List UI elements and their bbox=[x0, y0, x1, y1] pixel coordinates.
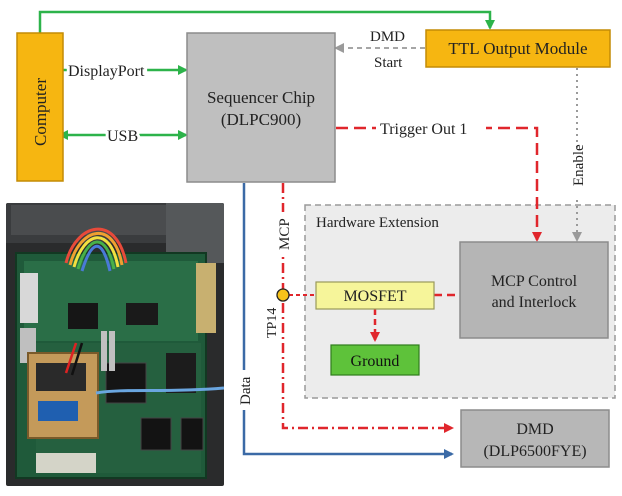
data-label: Data bbox=[238, 376, 254, 405]
sequencer-label-1: Sequencer Chip bbox=[207, 88, 315, 107]
computer-block bbox=[16, 32, 64, 182]
sequencer-label-2: (DLPC900) bbox=[221, 110, 301, 129]
enable-label: Enable bbox=[571, 144, 587, 186]
ttl-label: TTL Output Module bbox=[448, 39, 587, 58]
mcp-control-block bbox=[459, 241, 609, 339]
mosfet-label: MOSFET bbox=[343, 288, 406, 305]
ground-label: Ground bbox=[351, 353, 400, 370]
trigger-out-label: Trigger Out 1 bbox=[380, 121, 467, 138]
usb-label: USB bbox=[107, 128, 138, 145]
dmd-label-2: (DLP6500FYE) bbox=[483, 443, 586, 460]
trigger-out-line bbox=[336, 126, 542, 242]
tp14-label: TP14 bbox=[265, 308, 280, 338]
dmd-start-label-1: DMD bbox=[370, 29, 405, 45]
sequencer-block bbox=[186, 32, 336, 183]
mcp-label: MCP bbox=[277, 218, 293, 250]
dmd-start-label-2: Start bbox=[374, 55, 403, 71]
pcb-photo bbox=[6, 203, 224, 486]
dmd-label-1: DMD bbox=[516, 421, 553, 438]
ttl-block bbox=[425, 29, 611, 68]
mcp-control-label-2: and Interlock bbox=[492, 294, 577, 311]
computer-label: Computer bbox=[31, 78, 50, 146]
dmd-block bbox=[460, 409, 610, 468]
mcp-control-label-1: MCP Control bbox=[491, 273, 578, 290]
pcb-photo-illustration bbox=[6, 203, 224, 486]
mcp-line bbox=[281, 183, 454, 433]
displayport-label: DisplayPort bbox=[68, 63, 145, 80]
tp14-point bbox=[276, 288, 290, 302]
ground-block bbox=[330, 344, 420, 376]
hardware-extension-title: Hardware Extension bbox=[316, 215, 439, 231]
mosfet-block bbox=[315, 281, 435, 310]
data-line bbox=[242, 183, 454, 459]
computer-to-ttl-line bbox=[38, 10, 495, 34]
